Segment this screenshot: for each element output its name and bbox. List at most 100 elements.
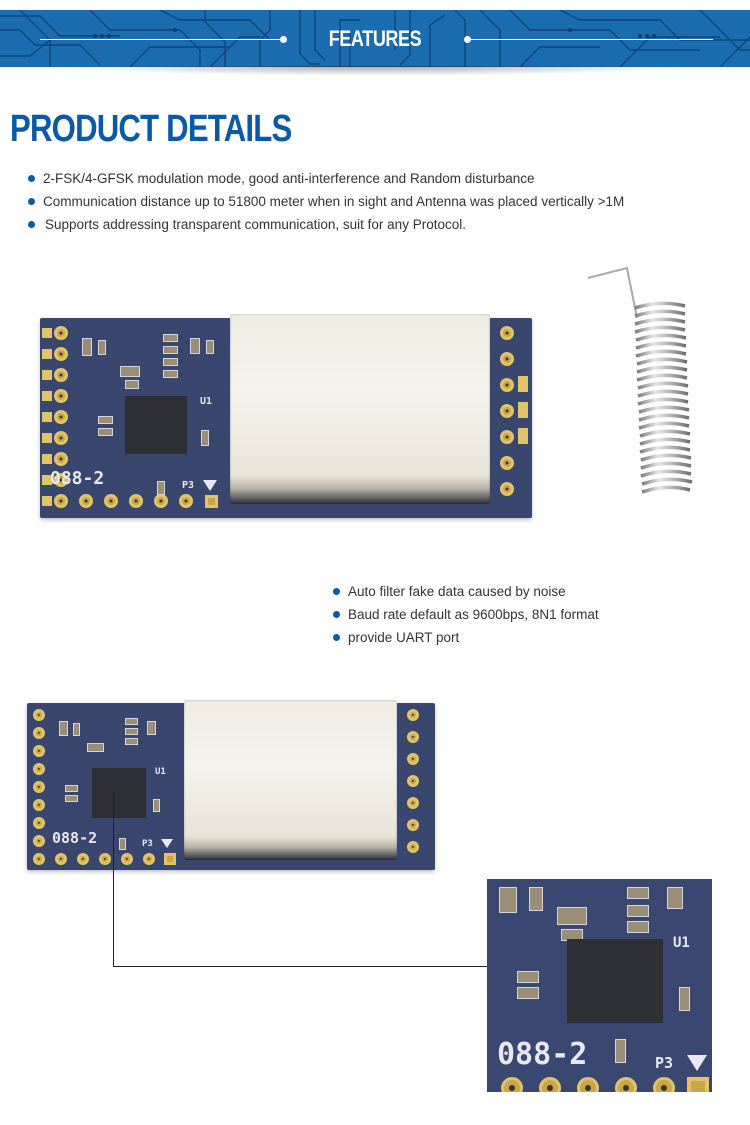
- smd-component: [157, 481, 165, 495]
- pin1-marker-icon: [687, 1055, 707, 1071]
- smd-component: [125, 728, 138, 735]
- smd-component: [517, 987, 539, 999]
- pin-pad: [54, 389, 68, 403]
- pin1-marker-icon: [203, 480, 217, 491]
- pin-pad: [407, 775, 419, 787]
- pin-pad: [104, 494, 118, 508]
- smd-component: [679, 987, 690, 1011]
- rf-chip: [92, 768, 146, 818]
- banner-divider-left: [40, 39, 285, 40]
- pin-pad: [615, 1077, 637, 1092]
- pin-pad: [500, 352, 514, 366]
- feature-list-secondary: Auto filter fake data caused by noise Ba…: [333, 580, 599, 649]
- square-pin-pad: [687, 1077, 709, 1092]
- pin-pad: [54, 326, 68, 340]
- pin-pad: [500, 456, 514, 470]
- pin-pad: [129, 494, 143, 508]
- feature-list-primary: 2-FSK/4-GFSK modulation mode, good anti-…: [28, 167, 624, 236]
- feature-text: Baud rate default as 9600bps, 8N1 format: [348, 607, 599, 622]
- pin-pad: [33, 763, 45, 775]
- edge-pad: [42, 328, 52, 338]
- pin-pad: [407, 819, 419, 831]
- pin-pad: [407, 753, 419, 765]
- pin-pad: [33, 781, 45, 793]
- circuit-pattern-icon: [0, 10, 750, 67]
- pin-pad: [33, 709, 45, 721]
- smd-component: [163, 370, 178, 378]
- edge-pad: [42, 391, 52, 401]
- model-label: 088-2: [52, 829, 98, 847]
- pin-pad: [54, 431, 68, 445]
- smd-component: [125, 738, 138, 745]
- smd-component: [627, 921, 649, 933]
- feature-text: Communication distance up to 51800 meter…: [43, 194, 625, 209]
- feature-item: Communication distance up to 51800 meter…: [28, 190, 624, 213]
- smd-component: [557, 907, 587, 925]
- smd-component: [119, 838, 126, 850]
- pin-pad: [500, 326, 514, 340]
- smd-component: [499, 887, 517, 913]
- banner-shadow: [60, 66, 690, 76]
- ic-ref-label: U1: [200, 396, 213, 407]
- feature-text: Supports addressing transparent communic…: [45, 217, 466, 232]
- bullet-icon: [28, 175, 35, 182]
- smd-component: [65, 785, 78, 792]
- smd-component: [98, 416, 113, 424]
- pin-pad: [33, 817, 45, 829]
- pin-pad: [33, 727, 45, 739]
- pin-pad: [121, 853, 133, 865]
- bullet-icon: [28, 221, 35, 228]
- edge-pad: [42, 433, 52, 443]
- pin-pad: [54, 410, 68, 424]
- smd-component: [87, 743, 104, 752]
- smd-component: [125, 718, 138, 725]
- pin-pad: [99, 853, 111, 865]
- edge-pad: [518, 376, 528, 392]
- smd-component: [125, 380, 139, 389]
- ic-ref-label: U1: [673, 935, 690, 951]
- smd-component: [153, 799, 160, 812]
- square-pin-pad: [164, 853, 176, 865]
- smd-component: [206, 340, 214, 354]
- smd-component: [627, 905, 649, 917]
- banner-dot-left: [280, 36, 287, 43]
- smd-component: [73, 723, 80, 736]
- feature-item: provide UART port: [333, 626, 599, 649]
- pin-pad: [407, 797, 419, 809]
- smd-component: [163, 334, 178, 342]
- banner-dot-right: [464, 36, 471, 43]
- smd-component: [163, 346, 178, 354]
- smd-component: [529, 887, 543, 911]
- edge-pad: [42, 370, 52, 380]
- smd-component: [615, 1039, 626, 1063]
- feature-item: 2-FSK/4-GFSK modulation mode, good anti-…: [28, 167, 624, 190]
- module-photo-top: U1 088-2 P3: [40, 314, 532, 518]
- feature-text: Auto filter fake data caused by noise: [348, 584, 566, 599]
- pin-pad: [54, 347, 68, 361]
- pin-pad: [539, 1077, 561, 1092]
- feature-item: Auto filter fake data caused by noise: [333, 580, 599, 603]
- smd-component: [120, 366, 140, 377]
- pin-pad: [54, 452, 68, 466]
- edge-pad: [42, 349, 52, 359]
- model-label: 088-2: [50, 468, 105, 489]
- pin-pad: [33, 853, 45, 865]
- smd-component: [59, 721, 68, 736]
- pin-pad: [407, 731, 419, 743]
- ic-ref-label: U1: [155, 767, 166, 777]
- smd-component: [98, 428, 113, 436]
- pin-pad: [33, 799, 45, 811]
- feature-item: Supports addressing transparent communic…: [28, 213, 624, 236]
- model-label: 088-2: [497, 1037, 588, 1072]
- rf-chip-closeup: [567, 939, 663, 1023]
- pin-pad: [500, 482, 514, 496]
- pin-pad: [79, 494, 93, 508]
- callout-line-vertical: [113, 792, 114, 967]
- feature-text: 2-FSK/4-GFSK modulation mode, good anti-…: [43, 171, 535, 186]
- feature-item: Baud rate default as 9600bps, 8N1 format: [333, 603, 599, 626]
- pin-pad: [407, 841, 419, 853]
- smd-component: [517, 971, 539, 983]
- bullet-icon: [333, 611, 340, 618]
- smd-component: [163, 358, 178, 366]
- pin-pad: [154, 494, 168, 508]
